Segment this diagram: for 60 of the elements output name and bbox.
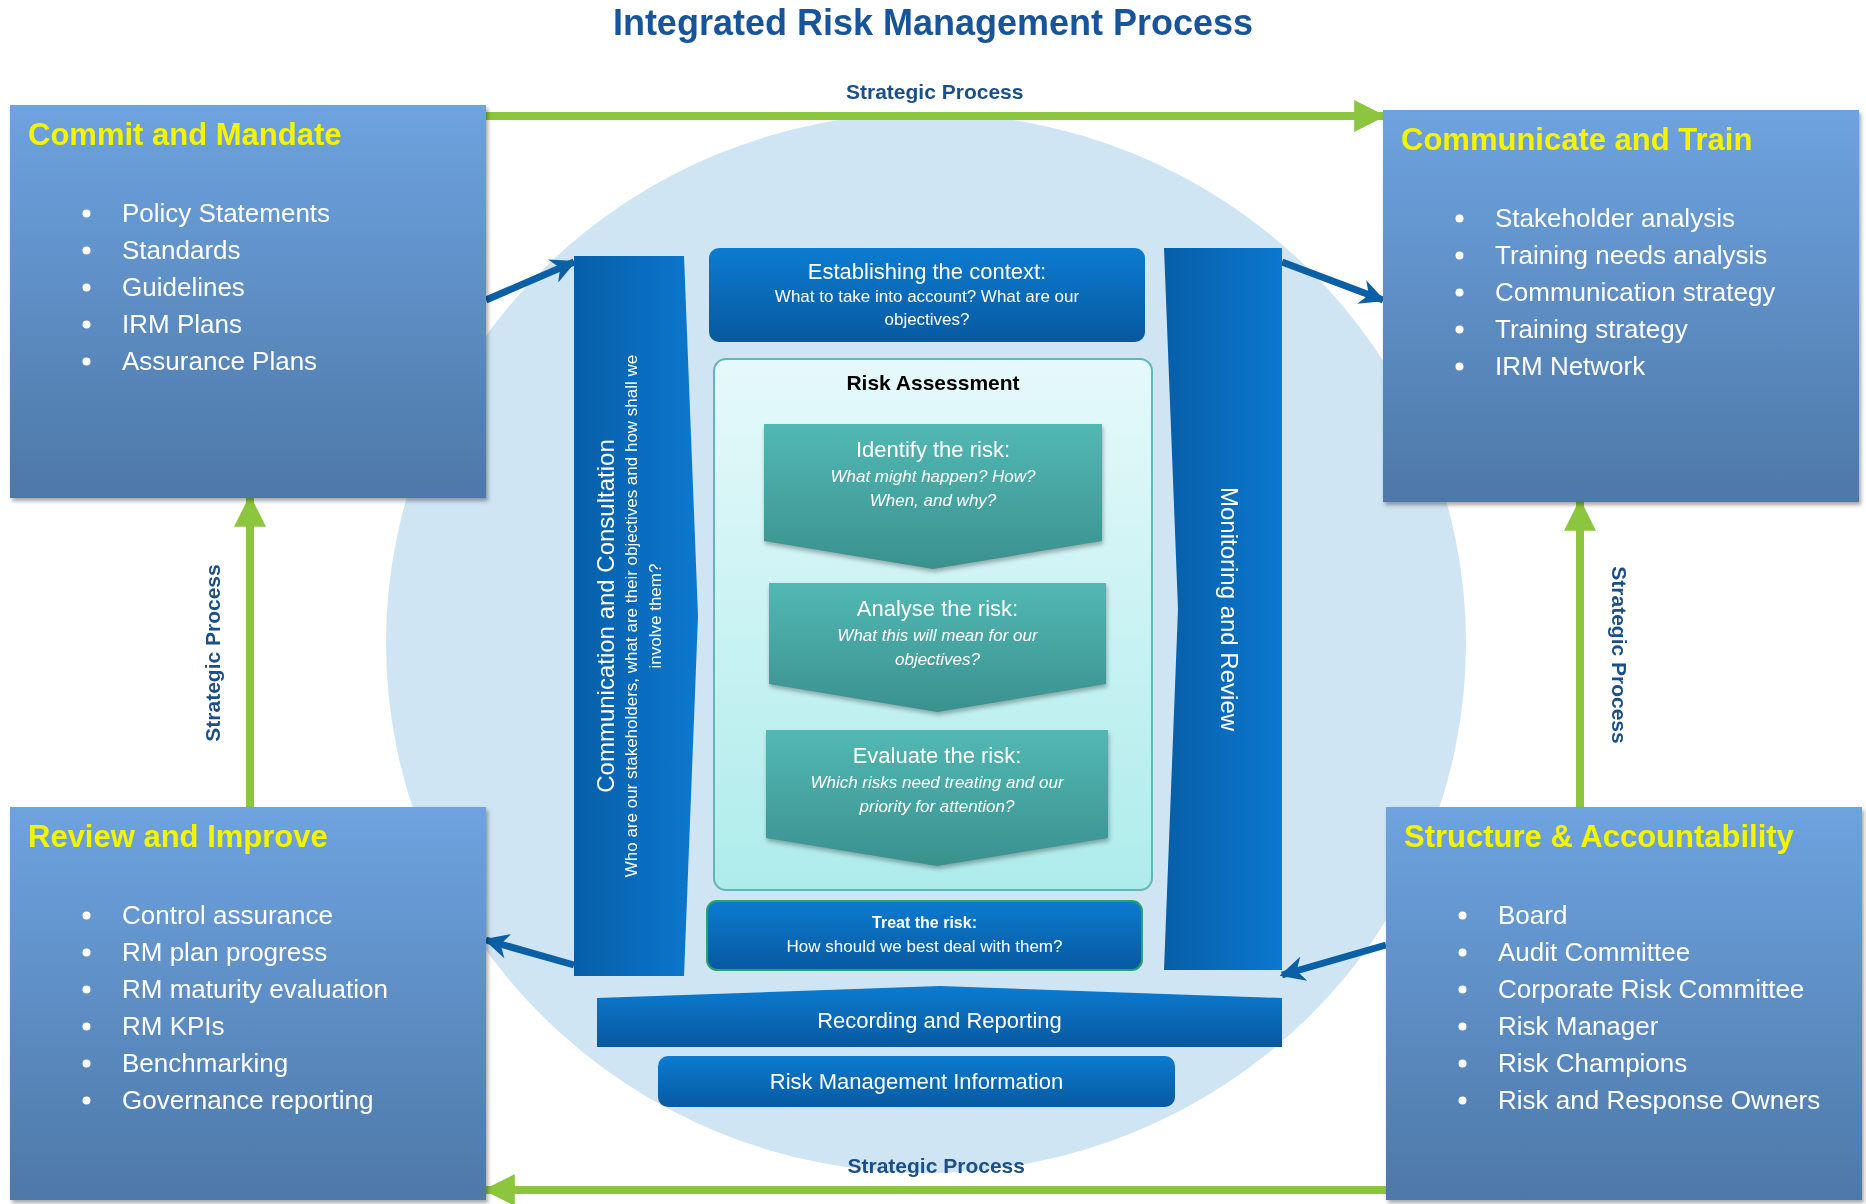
edge-label: Strategic Process bbox=[847, 1154, 1025, 1178]
bullet-text: Risk Manager bbox=[1498, 1010, 1659, 1043]
side-band bbox=[1164, 248, 1282, 970]
bullet-text: Corporate Risk Committee bbox=[1498, 973, 1805, 1006]
process-box bbox=[1386, 807, 1862, 1200]
box-heading: Risk Management Information bbox=[769, 1068, 1064, 1095]
step-question: What might happen? How? When, and why? bbox=[829, 465, 1037, 513]
bullet-text: Benchmarking bbox=[122, 1047, 289, 1080]
bullet-text: Guidelines bbox=[122, 271, 245, 304]
arrow bbox=[1279, 941, 1387, 981]
band-heading: Monitoring and Review bbox=[1215, 486, 1243, 732]
box-heading: Treat the risk: bbox=[872, 913, 977, 934]
band-text: Who are our stakeholders, what are their objectives and how shall we involve them? bbox=[621, 353, 666, 880]
bullet-text: RM KPIs bbox=[122, 1010, 225, 1043]
side-band bbox=[574, 256, 698, 976]
edge-label: Strategic Process bbox=[200, 563, 225, 742]
chevron-step bbox=[766, 730, 1108, 866]
bullet-text: Control assurance bbox=[122, 899, 333, 932]
bullet-text: Standards bbox=[122, 234, 241, 267]
process-box bbox=[709, 248, 1145, 342]
step-question: Which risks need treating and our priority for attention? bbox=[809, 771, 1065, 819]
chevron-step bbox=[769, 583, 1106, 712]
box-heading: Establishing the context: bbox=[807, 258, 1047, 286]
band-heading: Communication and Consultation bbox=[592, 439, 621, 793]
bullet-text: Audit Committee bbox=[1498, 936, 1691, 969]
bullet-text: Board bbox=[1498, 899, 1568, 932]
bullet-text: Risk and Response Owners bbox=[1498, 1084, 1821, 1117]
bullet-text: Training needs analysis bbox=[1495, 239, 1768, 272]
step-heading: Evaluate the risk: bbox=[852, 742, 1022, 770]
bullet-text: IRM Network bbox=[1495, 350, 1646, 383]
bullet-text: IRM Plans bbox=[122, 308, 242, 341]
bullet-text: Governance reporting bbox=[122, 1084, 374, 1117]
bullet-text: Risk Champions bbox=[1498, 1047, 1688, 1080]
box-heading: Communicate and Train bbox=[1401, 122, 1753, 158]
step-question: What this will mean for our objectives? bbox=[836, 624, 1039, 672]
bullet-text: Policy Statements bbox=[122, 197, 331, 230]
box-heading: Review and Improve bbox=[28, 819, 328, 855]
diagram-title: Integrated Risk Management Process bbox=[612, 2, 1254, 44]
group-panel bbox=[714, 359, 1152, 890]
bullet-text: Stakeholder analysis bbox=[1495, 202, 1735, 235]
step-heading: Identify the risk: bbox=[855, 436, 1011, 464]
edge-label: Strategic Process bbox=[1606, 565, 1631, 744]
bullet-text: Training strategy bbox=[1495, 313, 1688, 346]
process-box bbox=[10, 105, 486, 498]
band-heading: Recording and Reporting bbox=[816, 1008, 1063, 1034]
panel-heading: Risk Assessment bbox=[845, 371, 1021, 395]
process-box bbox=[658, 1056, 1175, 1107]
bullet-text: RM plan progress bbox=[122, 936, 328, 969]
process-box bbox=[707, 901, 1142, 970]
box-heading: Structure & Accountability bbox=[1404, 819, 1794, 855]
bullet-text: Communication strategy bbox=[1495, 276, 1776, 309]
box-text: How should we best deal with them? bbox=[786, 935, 1063, 958]
step-heading: Analyse the risk: bbox=[856, 595, 1019, 623]
process-box bbox=[10, 807, 486, 1200]
bullet-text: Assurance Plans bbox=[122, 345, 318, 378]
edge-label: Strategic Process bbox=[846, 80, 1024, 104]
box-text: What to take into account? What are our objectives? bbox=[773, 285, 1081, 331]
process-box bbox=[1383, 110, 1859, 502]
bullet-text: RM maturity evaluation bbox=[122, 973, 388, 1006]
box-heading: Commit and Mandate bbox=[28, 117, 342, 153]
